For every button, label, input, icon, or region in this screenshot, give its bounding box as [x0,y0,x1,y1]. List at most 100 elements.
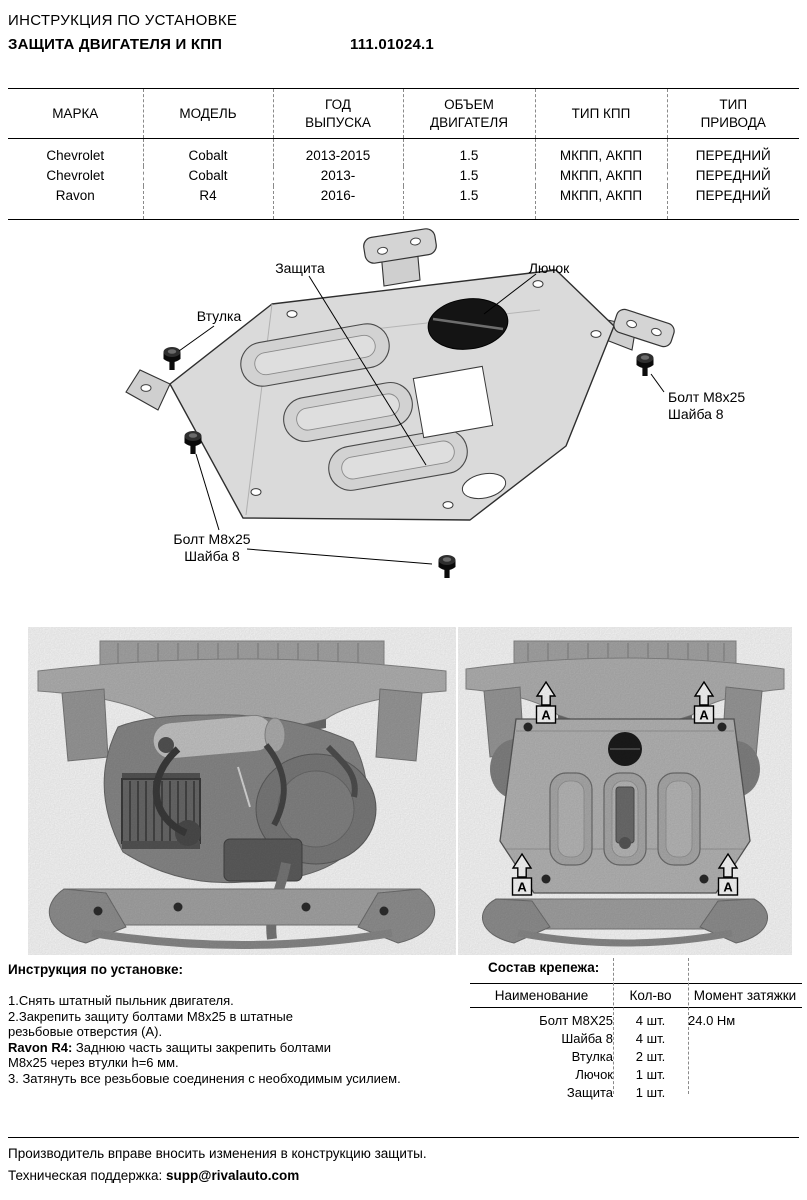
installation-instructions: Инструкция по установке: 1.Снять штатный… [8,962,456,1086]
cell-year: 2013-2015 [273,138,404,166]
bolt-bottom [438,555,456,578]
label-hatch: Лючок [529,260,570,276]
cell-brand: Chevrolet [8,165,144,186]
product-title: ЗАЩИТА ДВИГАТЕЛЯ И КПП [8,36,223,53]
bushing-bolt [163,347,181,370]
cell-part-name: Втулка [571,1049,613,1064]
table-row: Chevrolet Cobalt 2013-2015 1.5 МКПП, АКП… [8,138,799,166]
cell-part-name: Шайба 8 [561,1031,613,1046]
column-divider [613,958,614,1094]
exploded-view-diagram: Защита Лючок Втулка Болт М8х25 Шайба 8 Б… [125,228,745,578]
label-line: Болт М8х25 [173,531,250,547]
cell-engine: 1.5 [403,165,536,186]
mount-bracket-right [613,308,675,348]
col-header-model: МОДЕЛЬ [143,87,274,140]
cell-gearbox: МКПП, АКПП [535,138,668,166]
cell-part-name: Защита [566,1085,613,1100]
cell-torque: 24.0 Нм [688,1013,736,1028]
cell-part-name: Лючок [575,1067,613,1082]
table-row: Втулка 2 шт. [470,1048,802,1066]
table-row: Ravon R4 2016- 1.5 МКПП, АКПП ПЕРЕДНИЙ [8,185,799,221]
hardware-table: Наименование Кол-во Момент затяжки Болт … [470,983,802,1102]
photo-grain [458,627,792,955]
cell-qty: 1 шт. [635,1067,666,1082]
hardware-title: Состав крепежа: [488,960,600,975]
photo-underbody-before [28,627,456,955]
instruction-line: резьбовые отверстия (А). [8,1024,163,1039]
cell-drive: ПЕРЕДНИЙ [667,185,799,221]
cell-qty: 4 шт. [635,1013,666,1028]
cell-drive: ПЕРЕДНИЙ [695,148,771,164]
document-footer: Производитель вправе вносить изменения в… [8,1146,427,1190]
support-email: supp@rivalauto.com [166,1168,300,1183]
cell-model: R4 [143,185,274,221]
label-line: Шайба 8 [668,406,724,422]
part-number: 111.01024.1 [350,36,434,53]
column-divider [688,958,689,1094]
manufacturer-note: Производитель вправе вносить изменения в… [8,1146,427,1161]
cell-brand: Ravon [8,185,144,221]
label-plate: Защита [275,260,325,276]
cell-gearbox: МКПП, АКПП [535,185,668,221]
col-header-name: Наименование [470,983,613,1008]
stamped-ribs [240,323,468,491]
hardware-header-row: Наименование Кол-во Момент затяжки [470,983,802,1008]
cell-torque [688,1066,802,1084]
doc-type-title: ИНСТРУКЦИЯ ПО УСТАНОВКЕ [8,12,238,29]
instruction-line: 3. Затянуть все резьбовые соединения с н… [8,1070,401,1086]
photo-underbody-after: A [458,627,792,955]
instruction-line: 2.Закрепить защиту болтами М8х25 в штатн… [8,1008,293,1024]
bolt-right [636,353,654,376]
col-header-brand: МАРКА [8,87,144,140]
mount-bracket-top [363,228,437,264]
cell-engine: 1.5 [403,185,536,221]
cell-torque [688,1030,802,1048]
mount-wing-left [125,369,171,411]
table-row: Chevrolet Cobalt 2013- 1.5 МКПП, АКПП ПЕ… [8,165,799,186]
instruction-line: Ravon R4: Заднюю часть защиты закрепить … [8,1039,331,1055]
cell-model: Cobalt [143,165,274,186]
fitment-header-row: МАРКА МОДЕЛЬ ГОД ВЫПУСКА ОБЪЕМ ДВИГАТЕЛЯ… [8,87,799,140]
document-header: ИНСТРУКЦИЯ ПО УСТАНОВКЕ ЗАЩИТА ДВИГАТЕЛЯ… [8,12,434,53]
cell-qty: 1 шт. [635,1085,666,1100]
cell-gearbox: МКПП, АКПП [535,165,668,186]
cell-torque [688,1084,802,1102]
instruction-line: 1.Снять штатный пыльник двигателя. [8,993,234,1008]
cell-qty: 2 шт. [635,1049,666,1064]
col-header-year: ГОД ВЫПУСКА [273,87,404,140]
label-line: Болт М8х25 [668,389,745,405]
support-label: Техническая поддержка: [8,1168,167,1183]
col-header-gearbox: ТИП КПП [535,87,668,140]
cell-qty: 4 шт. [635,1031,666,1046]
leader-lines [178,273,665,565]
cell-brand: Chevrolet [8,138,144,166]
table-row: Шайба 8 4 шт. [470,1030,802,1048]
label-bolt-bottom-left: Болт М8х25 Шайба 8 [173,531,250,564]
cell-drive: ПЕРЕДНИЙ [695,168,771,184]
cell-model: Cobalt [143,138,274,166]
table-row: Лючок 1 шт. [470,1066,802,1084]
footer-divider [8,1137,799,1138]
cell-torque [688,1048,802,1066]
instruction-line: М8х25 через втулки h=6 мм. [8,1055,179,1070]
table-row: Болт М8Х25 4 шт. 24.0 Нм [470,1008,802,1030]
label-line: Шайба 8 [184,548,240,564]
label-bolt-right: Болт М8х25 Шайба 8 [668,389,745,422]
col-header-drive: ТИП ПРИВОДА [667,87,799,140]
col-header-engine: ОБЪЕМ ДВИГАТЕЛЯ [403,87,536,140]
cell-engine: 1.5 [403,138,536,166]
hardware-section: Состав крепежа: Наименование Кол-во Моме… [470,958,802,1100]
cell-year: 2016- [273,185,404,221]
fitment-table: МАРКА МОДЕЛЬ ГОД ВЫПУСКА ОБЪЕМ ДВИГАТЕЛЯ… [8,87,799,221]
instructions-title: Инструкция по установке: [8,962,183,977]
support-line: Техническая поддержка: supp@rivalauto.co… [8,1168,427,1183]
cell-year: 2013- [273,165,404,186]
photo-grain [28,627,456,955]
bolt-left [184,431,202,454]
col-header-torque: Момент затяжки [688,983,802,1008]
table-row: Защита 1 шт. [470,1084,802,1102]
label-bushing: Втулка [197,308,242,324]
cell-part-name: Болт М8Х25 [539,1013,613,1028]
plate-holes [250,280,602,509]
